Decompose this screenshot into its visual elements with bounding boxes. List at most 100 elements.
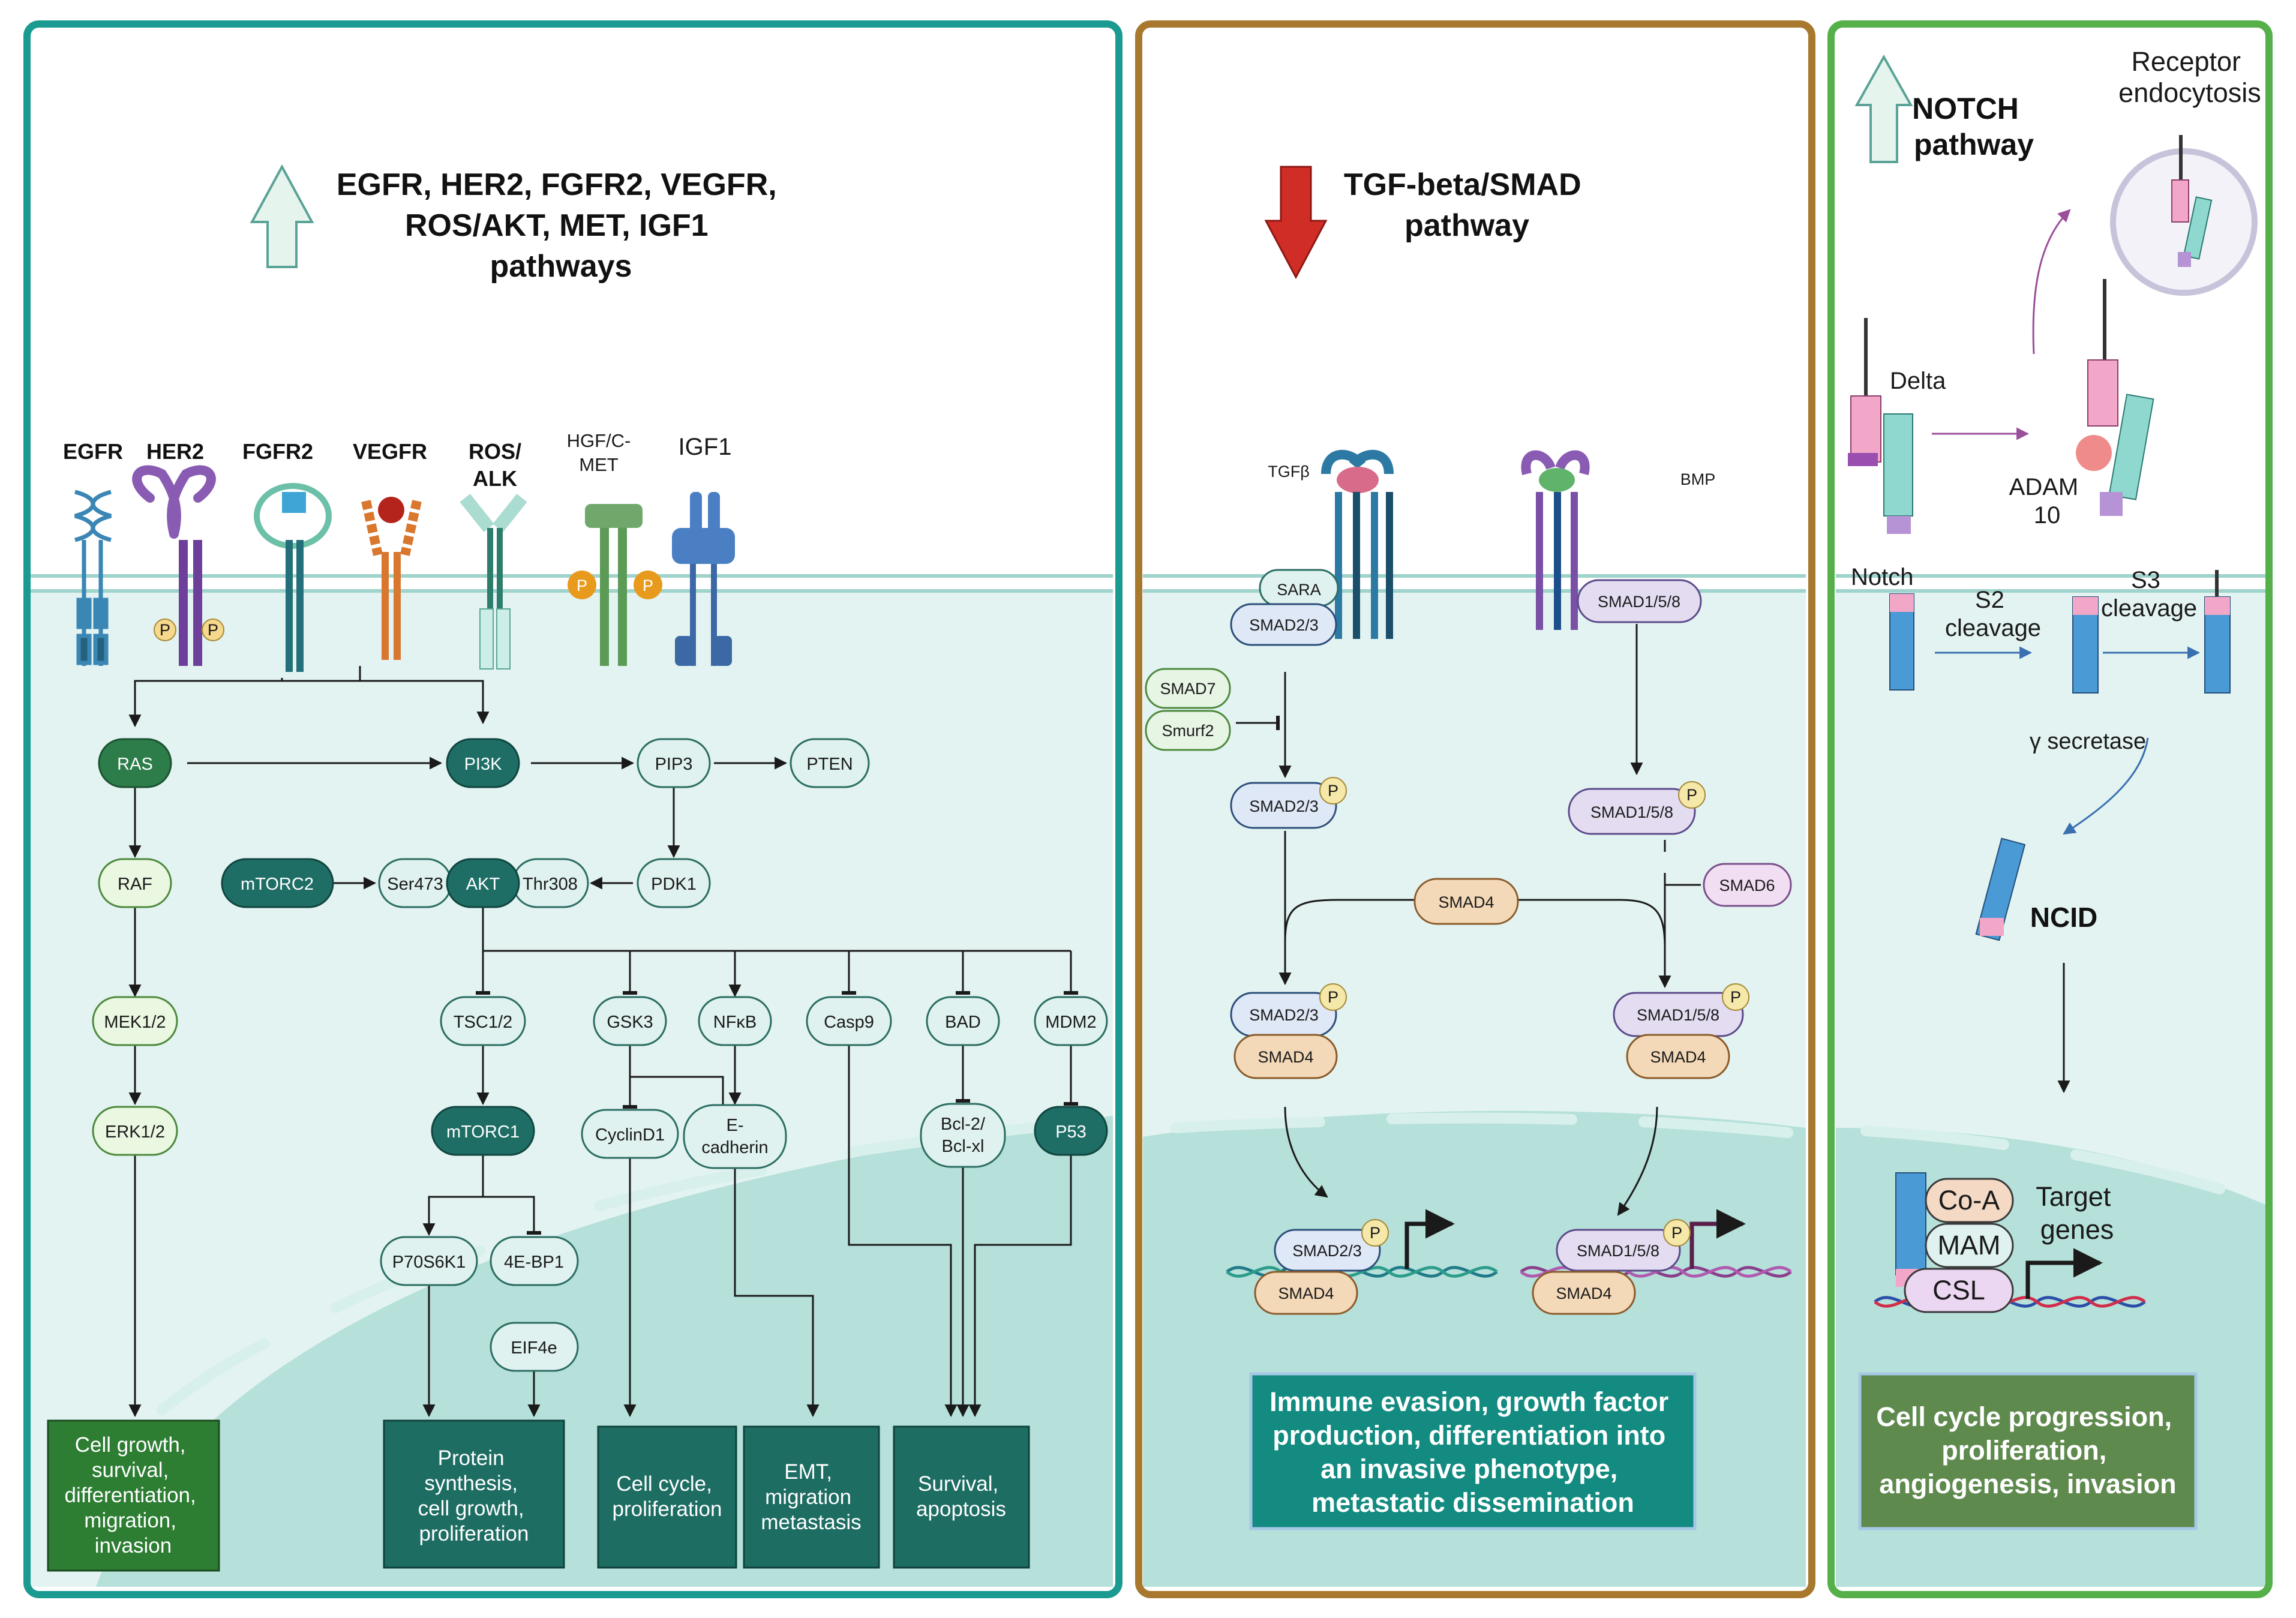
node-smad7: SMAD7 [1145, 668, 1231, 709]
svg-text:NFκB: NFκB [713, 1013, 757, 1032]
svg-text:PDK1: PDK1 [651, 875, 697, 894]
svg-text:P70S6K1: P70S6K1 [392, 1253, 466, 1272]
ros-alk-receptor-icon [460, 494, 527, 670]
panel-tgf-beta [1135, 20, 1815, 1598]
outcome-cell-growth: Cell growth, survival, differentiation, … [47, 1419, 220, 1572]
svg-text:Thr308: Thr308 [523, 875, 578, 894]
notch-label: Notch [1851, 564, 1914, 590]
node-smad23-dna: SMAD2/3 P [1274, 1219, 1389, 1272]
svg-text:MDM2: MDM2 [1045, 1013, 1096, 1032]
svg-text:P: P [1730, 988, 1741, 1006]
svg-text:PIP3: PIP3 [655, 755, 693, 774]
node-smad6: SMAD6 [1703, 863, 1792, 907]
receptor-endocytosis-label: Receptor endocytosis [2118, 46, 2261, 108]
outcome-notch: Cell cycle progression, proliferation, a… [1858, 1372, 2198, 1530]
node-4ebp1: 4E-BP1 [490, 1236, 579, 1286]
svg-text:PI3K: PI3K [464, 755, 503, 774]
svg-text:SMAD1/5/8: SMAD1/5/8 [1577, 1242, 1659, 1260]
node-raf: RAF [98, 858, 172, 908]
svg-text:Cell cycle, proliferat: Cell cycle, proliferation [613, 1472, 722, 1521]
s3-cleavage-label: S3 cleavage [2101, 567, 2197, 622]
node-tsc: TSC1/2 [440, 996, 526, 1046]
svg-text:E-: E- [727, 1116, 744, 1135]
downregulation-arrow [1264, 166, 1328, 280]
node-smurf2: Smurf2 [1145, 710, 1231, 751]
svg-text:SMAD4: SMAD4 [1556, 1284, 1611, 1302]
tgfb-ligand-label: TGFβ [1268, 463, 1310, 481]
svg-text:4E-BP1: 4E-BP1 [504, 1253, 564, 1272]
svg-text:SMAD1/5/8: SMAD1/5/8 [1598, 593, 1680, 611]
svg-text:SMAD2/3: SMAD2/3 [1249, 797, 1319, 815]
node-thr308: Thr308 [512, 858, 589, 908]
receptor-label-ros-1: ROS/ [469, 439, 521, 464]
adam10-cleavage-icon [2076, 279, 2154, 516]
panel-receptor-tyrosine-kinase [23, 20, 1123, 1598]
node-ras: RAS [98, 738, 172, 788]
svg-text:mTORC1: mTORC1 [446, 1122, 520, 1142]
svg-text:SMAD2/3: SMAD2/3 [1249, 616, 1319, 634]
ncid-dna-icon [1895, 1172, 1926, 1287]
notch-up-arrow [1854, 54, 1913, 163]
svg-text:Co-A: Co-A [1938, 1185, 2000, 1215]
node-e-cadherin: E- cadherin [683, 1104, 787, 1169]
outcome-cell-cycle: Cell cycle, proliferation [597, 1425, 737, 1569]
svg-text:P: P [1328, 988, 1338, 1006]
svg-text:SMAD1/5/8: SMAD1/5/8 [1590, 803, 1673, 821]
node-pdk1: PDK1 [637, 858, 711, 908]
svg-text:CyclinD1: CyclinD1 [595, 1125, 665, 1145]
node-pi3k: PI3K [446, 738, 520, 788]
node-mek: MEK1/2 [92, 996, 178, 1046]
svg-text:MAM: MAM [1938, 1230, 2001, 1260]
svg-text:RAS: RAS [117, 755, 153, 774]
receptor-label-hgf-1: HGF/C- [567, 430, 631, 451]
node-smad158-complex: SMAD1/5/8 P [1613, 983, 1749, 1037]
svg-text:P: P [1370, 1224, 1380, 1242]
outcome-emt: EMT, migration metastasis [743, 1425, 880, 1569]
upregulation-arrow [250, 164, 314, 268]
svg-text:SARA: SARA [1277, 581, 1321, 599]
panel1-title: EGFR, HER2, FGFR2, VEGFR, ROS/AKT, MET, … [337, 167, 785, 284]
svg-text:PTEN: PTEN [806, 755, 853, 774]
node-pip3: PIP3 [637, 738, 711, 788]
node-mtorc1: mTORC1 [431, 1106, 535, 1156]
node-smad4-left: SMAD4 [1233, 1034, 1338, 1079]
panel1: EGFR, HER2, FGFR2, VEGFR, ROS/AKT, MET, … [47, 164, 1108, 1572]
node-p53: P53 [1034, 1106, 1108, 1156]
ncid-label: NCID [2030, 902, 2097, 933]
node-smad23-top: SMAD2/3 [1230, 603, 1337, 646]
node-smad4-dna-left: SMAD4 [1254, 1271, 1358, 1315]
delta-label: Delta [1890, 368, 1946, 394]
receptor-label-her2: HER2 [146, 439, 204, 464]
svg-text:AKT: AKT [466, 875, 500, 894]
cell-membrane [30, 574, 2268, 593]
svg-text:SMAD7: SMAD7 [1160, 680, 1215, 698]
node-mam: MAM [1925, 1223, 2014, 1268]
svg-text:EMT, migration: EMT, migration metastasis [761, 1460, 861, 1534]
gamma-secretase-label: γ secretase [2030, 729, 2146, 754]
vegfr-receptor-icon [361, 497, 422, 660]
panel-notch [1827, 20, 2273, 1598]
svg-text:Casp9: Casp9 [824, 1013, 874, 1032]
node-eif4e: EIF4e [490, 1322, 579, 1372]
svg-text:MEK1/2: MEK1/2 [104, 1013, 166, 1032]
target-genes-label: Target genes [2036, 1181, 2118, 1245]
svg-text:TSC1/2: TSC1/2 [454, 1013, 512, 1032]
receptor-label-hgf-2: MET [579, 454, 619, 475]
node-csl: CSL [1904, 1268, 2014, 1313]
node-p70s6k1: P70S6K1 [380, 1236, 478, 1286]
s2-notch-icon [2072, 596, 2099, 694]
svg-text:SMAD4: SMAD4 [1438, 893, 1494, 911]
svg-text:Cell cycle progression,: Cell cycle progression, proliferation, a… [1876, 1401, 2179, 1499]
node-smad23-p: SMAD2/3 P [1230, 777, 1347, 829]
svg-text:EIF4e: EIF4e [511, 1338, 557, 1358]
panel2: TGF-beta/SMAD pathway TGFβ BMP [1145, 166, 1792, 1530]
node-akt: AKT [446, 858, 520, 908]
node-casp9: Casp9 [806, 996, 892, 1046]
outcome-survival: Survival, apoptosis [893, 1425, 1030, 1569]
svg-text:Protein synthesis,: Protein synthesis, cell growth, prolifer… [418, 1446, 530, 1545]
node-pten: PTEN [790, 738, 870, 788]
node-bcl2: Bcl-2/ Bcl-xl [920, 1103, 1006, 1168]
receptor-label-ros-2: ALK [473, 466, 517, 491]
svg-text:Bcl-xl: Bcl-xl [942, 1137, 985, 1156]
